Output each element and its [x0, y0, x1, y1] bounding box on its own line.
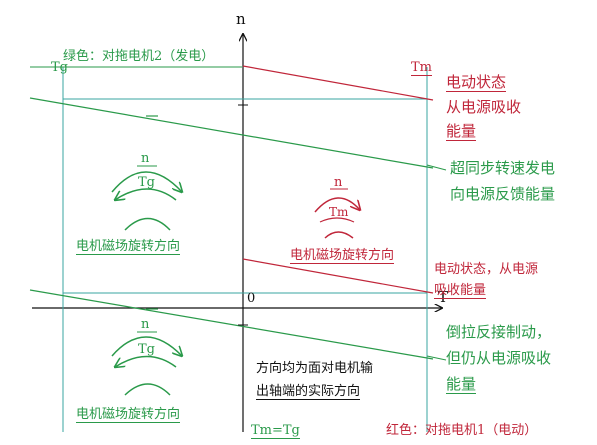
field-direction-center: 电机磁场旋转方向 — [290, 248, 395, 264]
green-characteristic-lower — [29, 289, 434, 360]
lower-left-tg-label: Tg — [138, 342, 155, 357]
origin-label: 0 — [247, 291, 256, 306]
rotation-icon-upper-left — [111, 165, 182, 231]
leader-reverse-brake — [426, 355, 447, 361]
lower-left-n-label: n — [141, 317, 150, 332]
reverse-brake-line-2: 但仍从电源吸收 — [446, 349, 552, 367]
field-direction-upper-left: 电机磁场旋转方向 — [76, 239, 181, 255]
leader-super-sync — [426, 164, 447, 171]
red-characteristic-lower — [242, 258, 434, 294]
center-n-label: n — [334, 175, 343, 190]
reverse-brake-line-3: 能量 — [446, 375, 477, 394]
rotation-icon-center — [314, 188, 360, 239]
tm-equals-tg-label: Tm=Tg — [251, 423, 300, 439]
red-title: 红色：对拖电机1（电动） — [386, 423, 538, 438]
tg-label-top-left: Tg — [51, 60, 68, 75]
y-axis-label: n — [236, 10, 246, 28]
motor-state-top-line-2: 从电源吸收 — [446, 98, 522, 116]
motor-state-top-line-1: 电动状态 — [446, 73, 507, 92]
direction-note-line-1: 方向均为面对电机输 — [256, 361, 374, 376]
upper-left-n-label: n — [141, 151, 150, 166]
field-direction-lower-left: 电机磁场旋转方向 — [76, 407, 181, 423]
direction-note-line-2: 出轴端的实际方向 — [256, 384, 361, 400]
x-axis-label: T — [438, 288, 449, 306]
super-sync-line-1: 超同步转速发电 — [450, 159, 556, 177]
reverse-brake-line-1: 倒拉反接制动， — [446, 323, 552, 341]
motor-state-mid-line-2: 吸收能量 — [434, 283, 487, 299]
upper-left-tg-label: Tg — [138, 175, 155, 190]
motor-state-top-line-3: 能量 — [446, 122, 477, 141]
tm-label-top-right: Tm — [411, 60, 432, 76]
center-tm-label: Tm — [329, 205, 349, 219]
green-title: 绿色：对拖电机2（发电） — [63, 49, 215, 64]
motor-state-mid-line-1: 电动状态，从电源 — [434, 262, 539, 277]
super-sync-line-2: 向电源反馈能量 — [450, 185, 556, 203]
red-characteristic-upper — [242, 65, 434, 101]
green-characteristic-upper — [29, 97, 434, 169]
rotation-icon-lower-left — [111, 331, 182, 396]
